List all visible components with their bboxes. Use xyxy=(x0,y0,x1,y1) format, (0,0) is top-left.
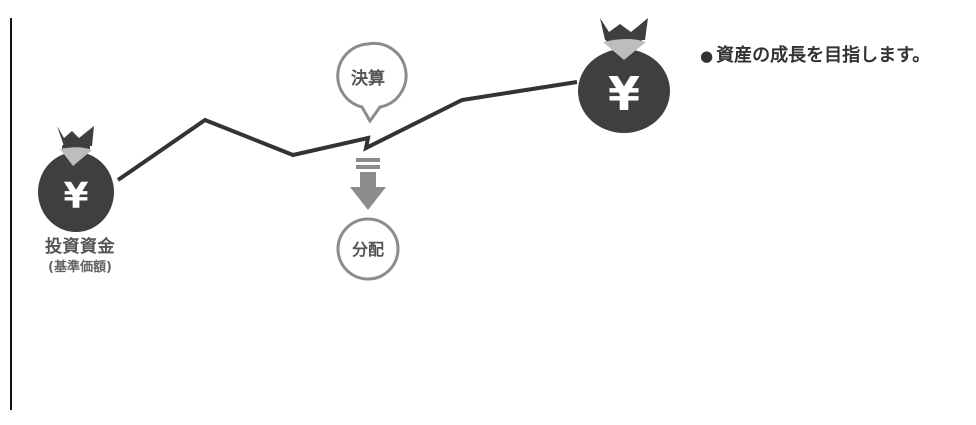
start-money-bag-icon: ¥ xyxy=(38,126,114,232)
nav-label: (基準価額) xyxy=(48,260,112,275)
asset-growth-goal: ●資産の成長を目指します。 xyxy=(700,41,930,67)
distribution-label: 分配 xyxy=(352,240,384,259)
growth-trend-line xyxy=(116,80,578,182)
start-yen-symbol: ¥ xyxy=(63,176,88,217)
asset-growth-goal-text: 資産の成長を目指します。 xyxy=(716,45,931,66)
end-yen-symbol: ¥ xyxy=(608,67,640,121)
bullet-icon: ● xyxy=(700,47,714,65)
investment-capital-label: 投資資金 xyxy=(45,237,115,257)
end-money-bag-icon: ¥ xyxy=(578,18,670,133)
arrow-down-icon xyxy=(350,158,386,210)
distribution-circle: 分配 xyxy=(336,217,400,281)
settlement-bubble: 決算 xyxy=(336,41,408,124)
settlement-label: 決算 xyxy=(351,68,385,89)
